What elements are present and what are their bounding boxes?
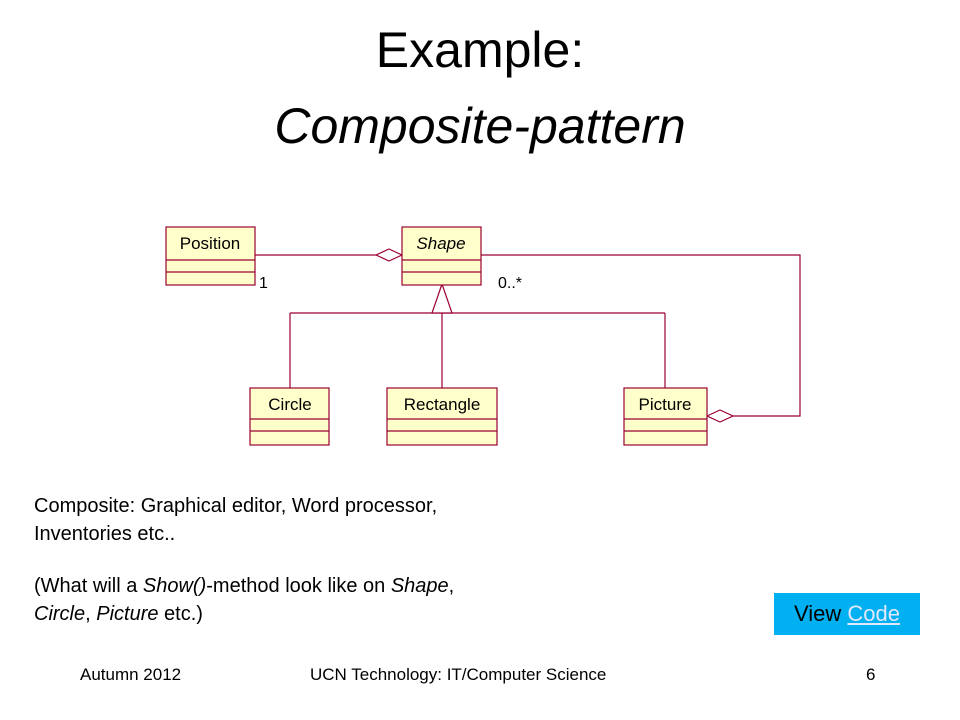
- class-circle: Circle: [249, 387, 330, 446]
- class-position: Position: [165, 226, 256, 286]
- show-method-question: (What will a Show()-method look like on …: [34, 575, 455, 625]
- footer-page-number: 6: [866, 665, 876, 684]
- class-rectangle: Rectangle: [386, 387, 498, 446]
- code-link[interactable]: Code: [847, 601, 900, 626]
- slide-title-line2: Composite-pattern: [274, 98, 686, 154]
- composite-examples-text: Composite: Graphical editor, Word proces…: [34, 495, 438, 545]
- class-picture-name: Picture: [639, 395, 692, 414]
- class-circle-name: Circle: [268, 395, 311, 414]
- footer-date: Autumn 2012: [80, 665, 182, 684]
- shape-aggregation-diamond: [374, 248, 404, 262]
- class-shape-name: Shape: [416, 234, 465, 253]
- picture-aggregation-diamond: [705, 409, 735, 423]
- class-shape: Shape: [401, 226, 482, 286]
- multiplicity-shape-end: 0..*: [498, 275, 522, 292]
- class-picture: Picture: [623, 387, 708, 446]
- view-code-button[interactable]: View Code: [774, 593, 920, 635]
- view-label: View: [794, 601, 848, 626]
- multiplicity-position-end: 1: [259, 275, 268, 292]
- slide-title-line1: Example:: [375, 22, 585, 78]
- class-rectangle-name: Rectangle: [404, 395, 481, 414]
- generalization-triangle: [431, 282, 453, 314]
- picture-shape-aggregation-line: [481, 254, 801, 417]
- class-position-name: Position: [180, 234, 240, 253]
- footer-course: UCN Technology: IT/Computer Science: [310, 665, 607, 684]
